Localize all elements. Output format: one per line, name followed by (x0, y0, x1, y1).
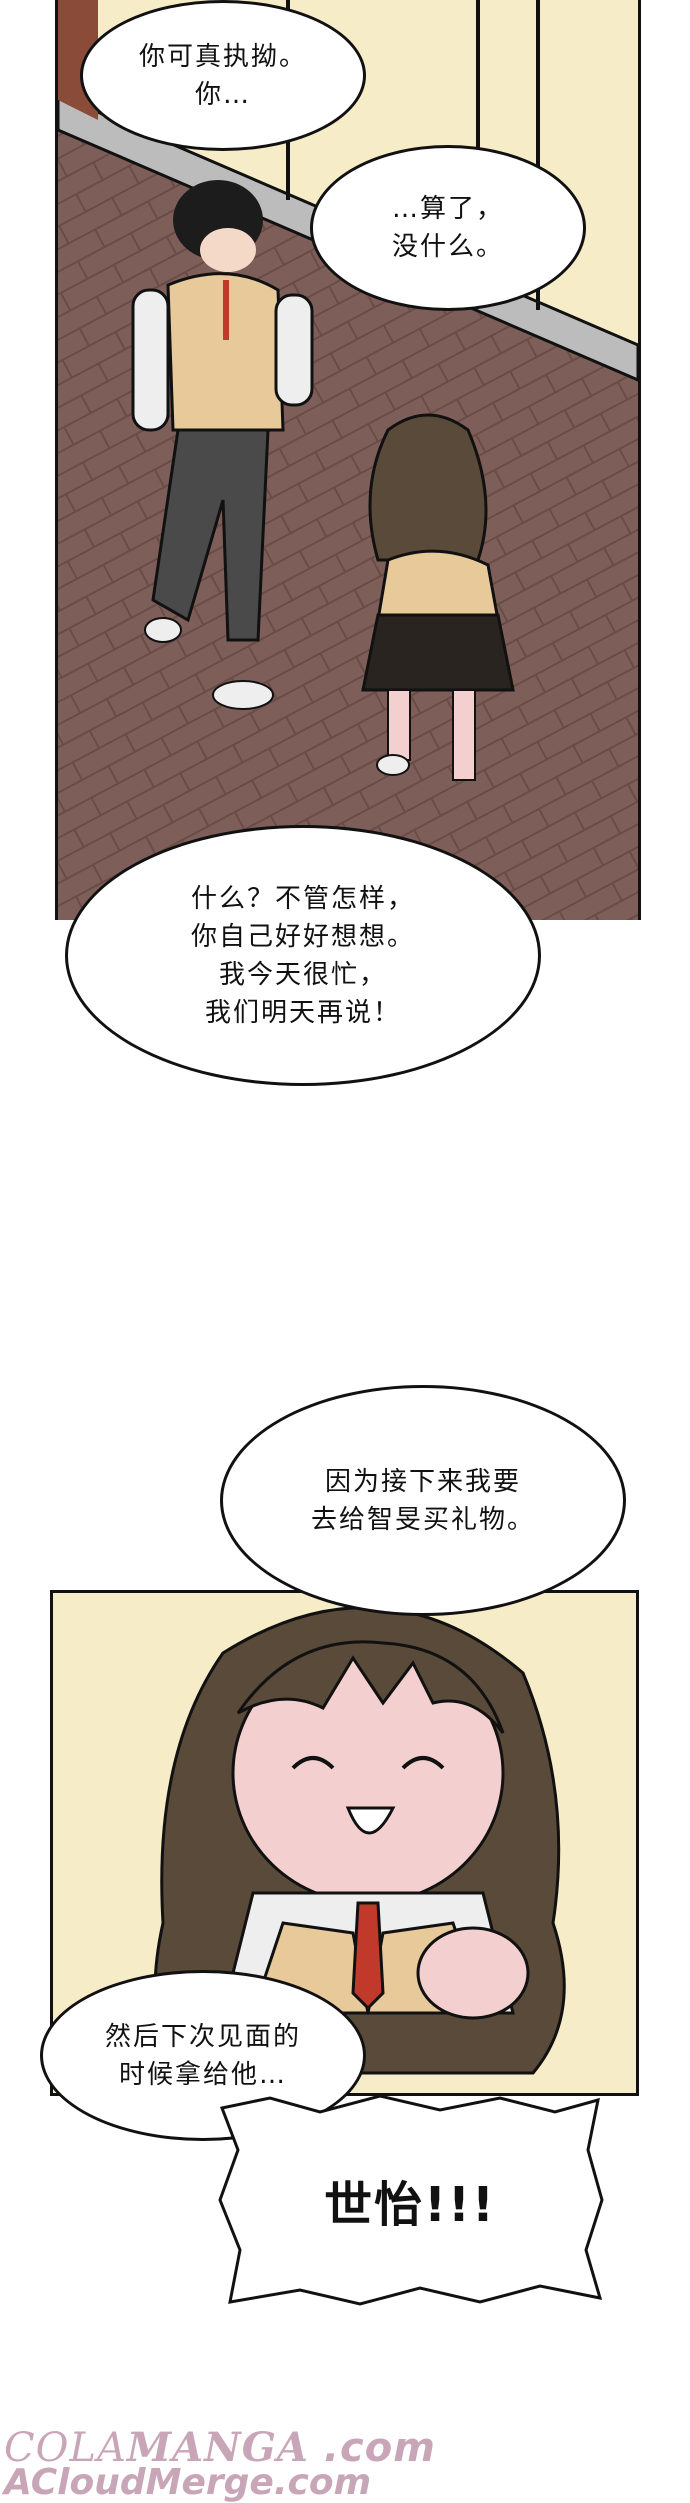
bubble-1-line-2: 你… (194, 79, 251, 110)
speech-bubble-2: …算了， 没什么。 (310, 145, 586, 311)
girl-closeup-art (153, 1606, 566, 2075)
bubble-5-line-2: 时候拿给他… (118, 2059, 287, 2090)
thought-bubble-4: 因为接下来我要 去给智旻买礼物。 (220, 1385, 626, 1616)
watermark-line-2: ACloudMerge.com (4, 2462, 372, 2503)
girl-figure (361, 413, 515, 781)
bubble-3-line-4: 我们明天再说！ (204, 997, 401, 1028)
watermark-manga: MANGA (126, 2424, 309, 2471)
street-scene-art (58, 0, 638, 920)
watermark: COLAMANGA .com ACloudMerge.com (0, 2420, 690, 2503)
bubble-1-line-1: 你可真执拗。 (138, 41, 307, 72)
bubble-4-line-1: 因为接下来我要 (324, 1466, 521, 1497)
shout-box-outline (218, 2094, 604, 2306)
panel-street-scene (55, 0, 641, 920)
watermark-line-1: COLAMANGA .com (4, 2424, 436, 2471)
shout-text: 世怡!!! (324, 2177, 496, 2233)
watermark-com: .com (308, 2425, 436, 2471)
speech-bubble-3: 什么？不管怎样， 你自己好好想想。 我今天很忙， 我们明天再说！ (65, 825, 541, 1086)
bubble-4-line-2: 去给智旻买礼物。 (310, 1504, 535, 1535)
boy-figure (131, 180, 314, 710)
shout-box: 世怡!!! (210, 2090, 610, 2310)
watermark-cola: COLA (4, 2425, 127, 2471)
bubble-3-line-1: 什么？不管怎样， (190, 883, 415, 914)
speech-bubble-1: 你可真执拗。 你… (80, 0, 366, 151)
bubble-3-line-3: 我今天很忙， (218, 959, 387, 990)
thought-bubble-5: 然后下次见面的 时候拿给他… (40, 1970, 366, 2141)
bubble-2-line-1: …算了， (391, 194, 504, 224)
bubble-5-line-1: 然后下次见面的 (104, 2021, 301, 2052)
bubble-2-line-2: 没什么。 (391, 232, 504, 262)
bubble-3-line-2: 你自己好好想想。 (190, 921, 415, 952)
